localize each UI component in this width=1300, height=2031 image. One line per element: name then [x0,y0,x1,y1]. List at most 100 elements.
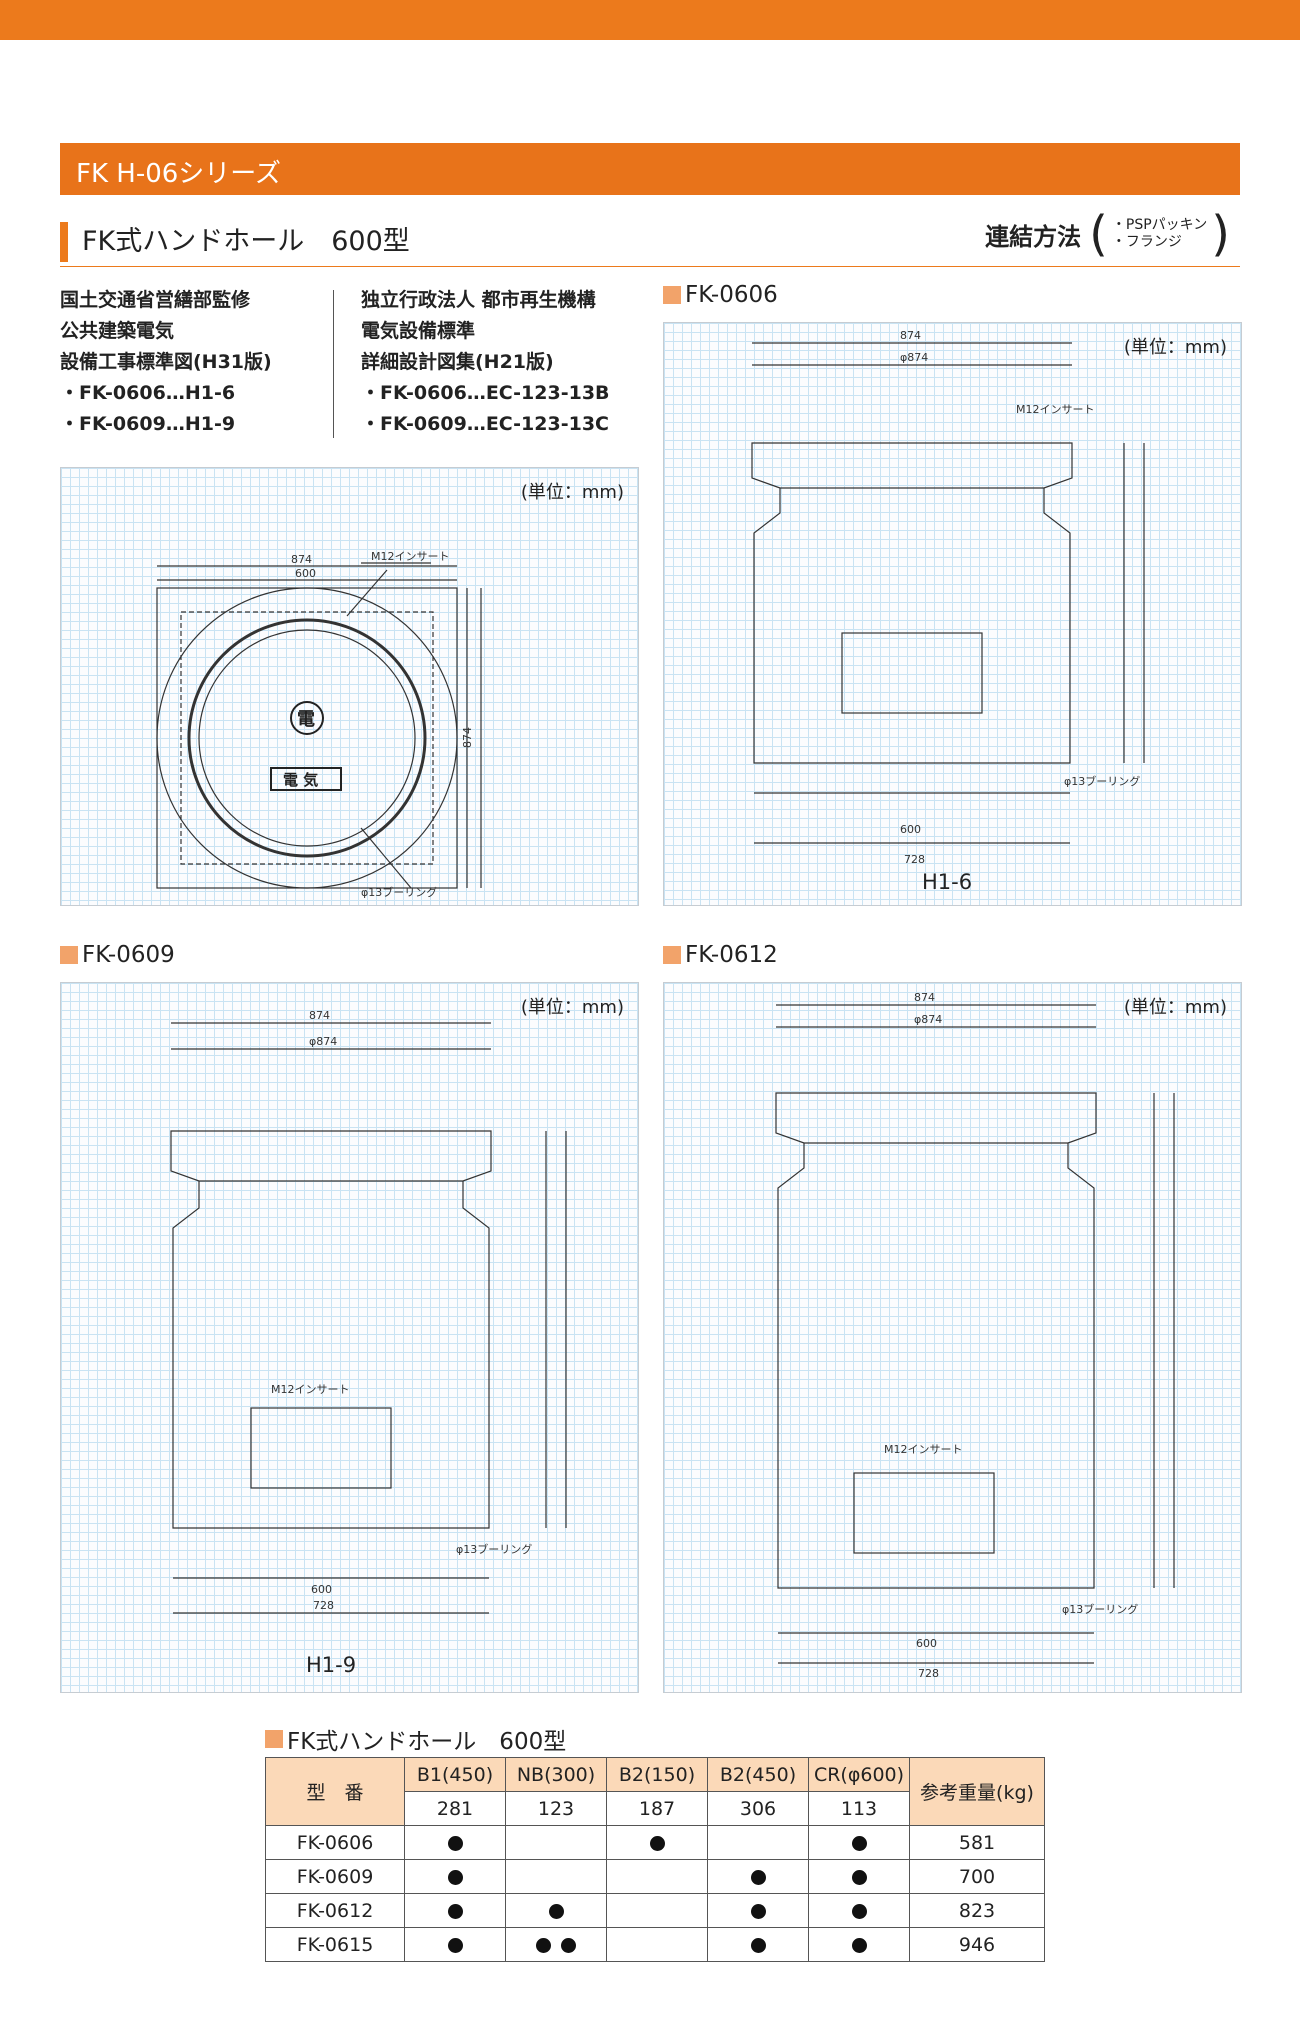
fk0606-panel: (単位：mm) 874 φ874 600 728 M12インサート φ13ブーリ… [663,322,1242,906]
dim-874: 874 [900,329,921,342]
opening [841,632,983,714]
type-header: 型 番 [265,1757,405,1826]
bolt-label: φ13ブーリング [1062,1602,1138,1616]
dim-phi874: φ874 [900,351,928,364]
mark-cell [707,1825,809,1860]
col-height: 306 [707,1791,809,1826]
title-rule [60,266,1240,267]
mark-cell [505,1859,607,1894]
connection-option: ・フランジ [1111,234,1182,250]
col-height: 123 [505,1791,607,1826]
col-name: B2(150) [606,1757,708,1792]
fk0606-drawing: 874 φ874 600 728 M12インサート φ13ブーリング [751,329,1145,866]
opening [250,1407,392,1489]
drawing-code: H1-6 [922,870,973,894]
notes-left: 国土交通省営繕部監修 公共建築電気 設備工事標準図(H31版) ・FK-0606… [60,285,272,440]
dim-728: 728 [313,1599,334,1612]
dim-600: 600 [311,1583,332,1596]
insert-label: M12インサート [371,550,450,563]
note-line: 公共建築電気 [60,320,175,342]
mark-cell [404,1927,506,1962]
bolt-label: φ13ブーリング [456,1542,532,1556]
dim-600: 600 [295,567,316,580]
notes-divider [333,290,334,438]
lid-frame-circle [187,618,427,858]
col-name: B2(450) [707,1757,809,1792]
drawing-code: H1-9 [306,1653,357,1677]
filled-dot-icon [447,1835,463,1851]
mark-cell [808,1825,910,1860]
mark-cell [606,1859,708,1894]
fk0609-panel: (単位：mm) 874 φ874 600 728 M12インサート φ13ブーリ… [60,982,639,1693]
lid-outer-circle [156,587,458,889]
col-height: 113 [808,1791,910,1826]
section-title-fk0606: FK-0606 [663,282,778,308]
weight-cell: 700 [909,1859,1045,1894]
note-line: ・FK-0606…EC-123-13B [361,382,610,404]
col-name: B1(450) [404,1757,506,1792]
model-cell: FK-0609 [265,1859,405,1894]
weight-cell: 946 [909,1927,1045,1962]
dim-600: 600 [900,823,921,836]
note-line: 詳細設計図集(H21版) [361,351,554,373]
table-title: FK式ハンドホール 600型 [265,1722,566,1756]
connection-options: ・PSPパッキン ・フランジ [1112,217,1207,251]
mark-cell [606,1893,708,1928]
paren-open: ( [1089,206,1108,262]
col-name: CR(φ600) [808,1757,910,1792]
filled-dot-icon [750,1903,766,1919]
note-line: ・FK-0609…EC-123-13C [361,413,609,435]
filled-dot-icon [750,1869,766,1885]
opening [853,1472,995,1554]
bullet-square [60,946,78,964]
lid-mark: 電 [297,709,315,730]
filled-dot-icon [851,1835,867,1851]
fk0612-drawing: 874 φ874 600 728 M12インサート φ13ブーリング [775,991,1175,1680]
unit-label: (単位：mm) [1123,997,1227,1018]
section-title-fk0609: FK-0609 [60,942,175,968]
lid-profile [170,1130,492,1182]
model-cell: FK-0612 [265,1893,405,1928]
dim-874-v: 874 [461,727,474,748]
body-profile [753,488,1071,764]
filled-dot-icon [649,1835,665,1851]
body-profile [777,1143,1095,1589]
plan-view-panel: (単位：mm) 874 600 874 M12インサート φ13ブーリング 電 … [60,467,639,906]
mark-cell [808,1927,910,1962]
filled-dot-icon [447,1937,463,1953]
section-title-fk0612: FK-0612 [663,942,778,968]
plan-inner-outline [180,611,434,865]
series-title: FK H-06シリーズ [76,159,281,189]
table-row: FK-0612 823 [265,1893,1045,1928]
dim-728: 728 [918,1667,939,1680]
note-line: ・FK-0609…H1-9 [60,413,236,435]
mark-cell [707,1893,809,1928]
dim-874: 874 [914,991,935,1004]
dim-728: 728 [904,853,925,866]
model-cell: FK-0606 [265,1825,405,1860]
weight-cell: 581 [909,1825,1045,1860]
filled-dot-icon [851,1937,867,1953]
plan-view-drawing: 874 600 874 M12インサート φ13ブーリング 電 電 気 [156,550,482,899]
mark-cell [404,1825,506,1860]
plan-outline [156,587,458,889]
mark-cell [606,1927,708,1962]
model-cell: FK-0615 [265,1927,405,1962]
weight-cell: 823 [909,1893,1045,1928]
col-name: NB(300) [505,1757,607,1792]
note-line: 電気設備標準 [361,320,476,342]
mark-cell [505,1927,607,1962]
bullet-square [265,1730,283,1748]
filled-dot-icon [750,1937,766,1953]
series-banner: FK H-06シリーズ [60,143,1240,195]
lid-inner-circle [198,629,416,847]
mark-cell [808,1859,910,1894]
fk0609-drawing: 874 φ874 600 728 M12インサート φ13ブーリング [170,1009,567,1614]
dim-600: 600 [916,1637,937,1650]
filled-dot-icon [447,1903,463,1919]
insert-label: M12インサート [884,1443,963,1456]
body-profile [172,1181,490,1529]
dim-874: 874 [291,553,312,566]
note-line: ・FK-0606…H1-6 [60,382,236,404]
filled-dot-icon [548,1903,564,1919]
